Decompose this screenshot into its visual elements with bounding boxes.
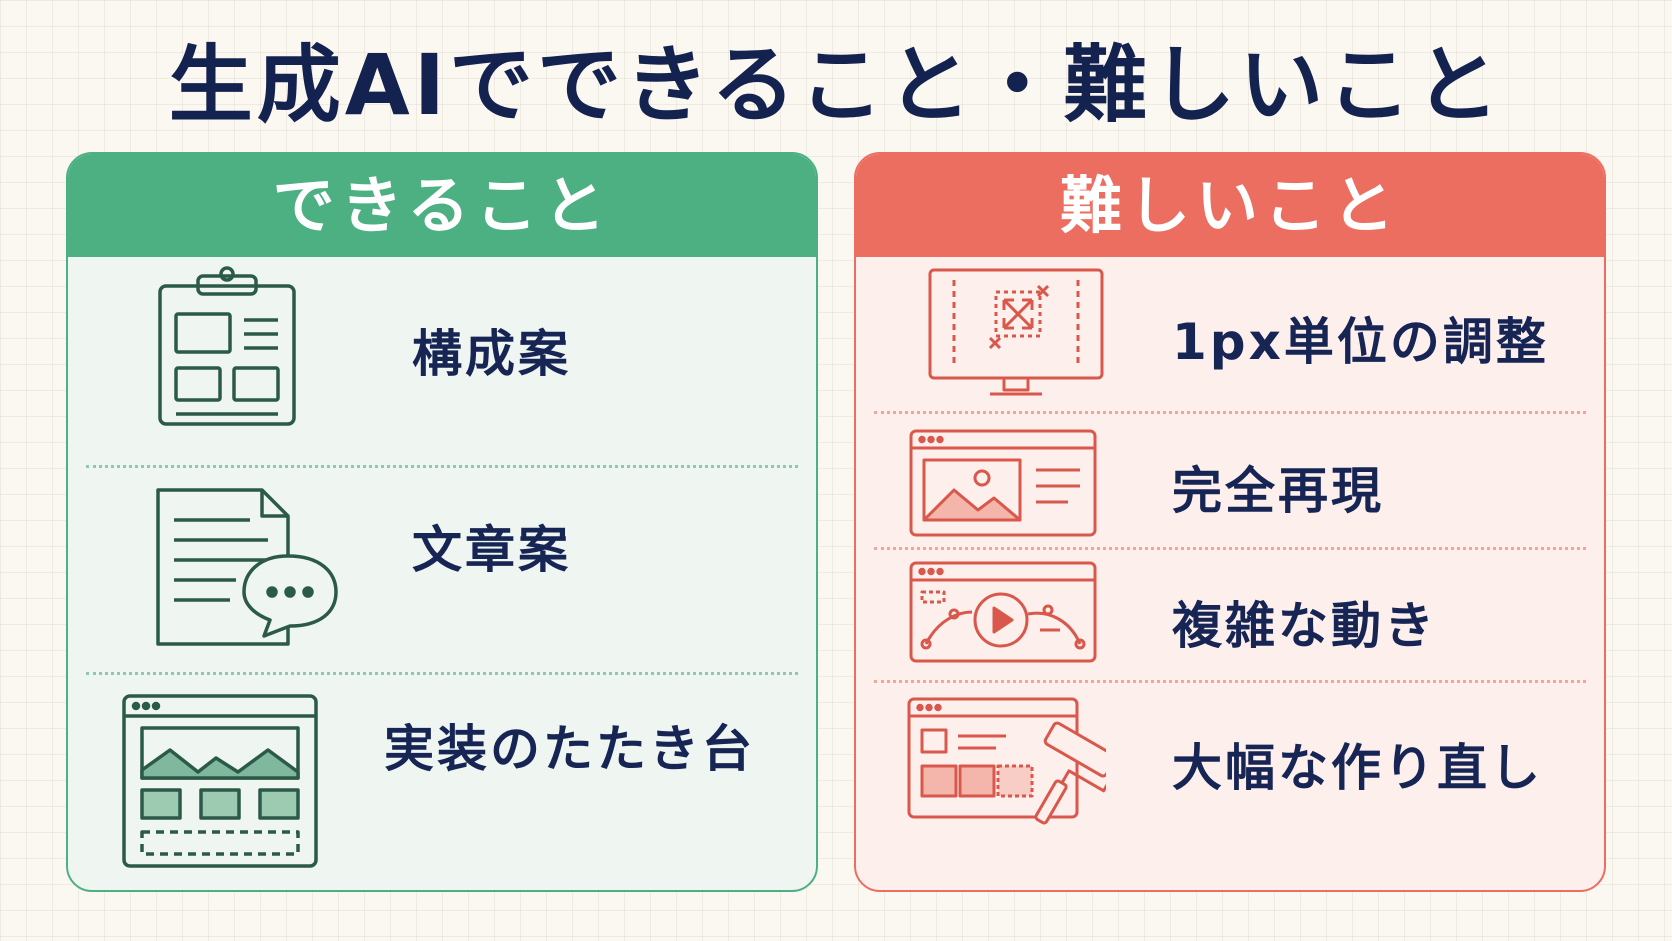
browser-animation-icon [908, 560, 1098, 668]
hard-separator-3 [874, 680, 1586, 683]
can-panel: できること 構成案 [66, 152, 818, 892]
can-separator-1 [86, 465, 798, 468]
can-separator-2 [86, 672, 798, 675]
hard-item-label-2: 完全再現 [1172, 462, 1384, 520]
hard-item-label-3: 複雑な動き [1172, 597, 1437, 655]
page-title: 生成AIでできること・難しいこと [168, 36, 1504, 134]
hard-item-label-1: 1px単位の調整 [1172, 313, 1549, 371]
hard-panel-header: 難しいこと [856, 154, 1604, 257]
can-panel-header: できること [68, 154, 816, 257]
hard-separator-1 [874, 411, 1586, 414]
hard-separator-2 [874, 547, 1586, 550]
document-chat-icon [150, 484, 340, 658]
browser-layout-icon [120, 692, 320, 874]
clipboard-wireframe-icon [152, 264, 302, 433]
browser-paint-roller-icon [906, 696, 1118, 840]
hard-panel: 難しいこと 1px単位の調整 [854, 152, 1606, 892]
browser-image-icon [908, 428, 1098, 542]
can-item-label-3: 実装のたたき台 [384, 720, 755, 778]
can-item-label-1: 構成案 [412, 325, 571, 383]
monitor-resize-icon [926, 266, 1106, 405]
can-item-label-2: 文章案 [412, 521, 571, 579]
hard-item-label-4: 大幅な作り直し [1172, 739, 1543, 797]
